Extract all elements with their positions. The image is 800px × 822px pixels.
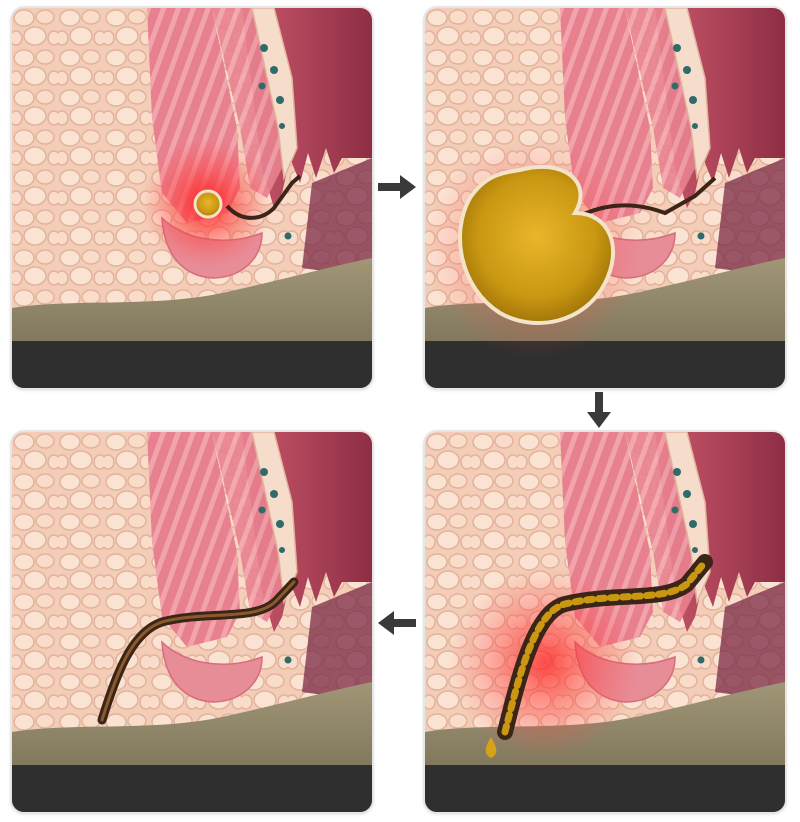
inflammation-glow	[450, 567, 640, 757]
left-arrow-icon	[378, 611, 416, 635]
pus-drop	[485, 737, 497, 758]
small-abscess	[193, 189, 223, 219]
tract-lining	[100, 580, 296, 722]
anal-canal	[225, 174, 302, 220]
pus-in-tract	[501, 558, 709, 736]
large-abscess	[458, 164, 615, 325]
stage-1-illustration	[12, 8, 372, 388]
stage-2-illustration	[425, 8, 785, 388]
right-arrow-icon	[378, 175, 416, 199]
stage-1-panel	[12, 8, 372, 388]
down-arrow-icon	[587, 392, 611, 428]
stage-4-panel	[12, 432, 372, 812]
stage-4-illustration	[12, 432, 372, 812]
stage-3-illustration	[425, 432, 785, 812]
stage-3-panel	[425, 432, 785, 812]
stage-2-panel	[425, 8, 785, 388]
anatomy-base	[12, 432, 372, 812]
